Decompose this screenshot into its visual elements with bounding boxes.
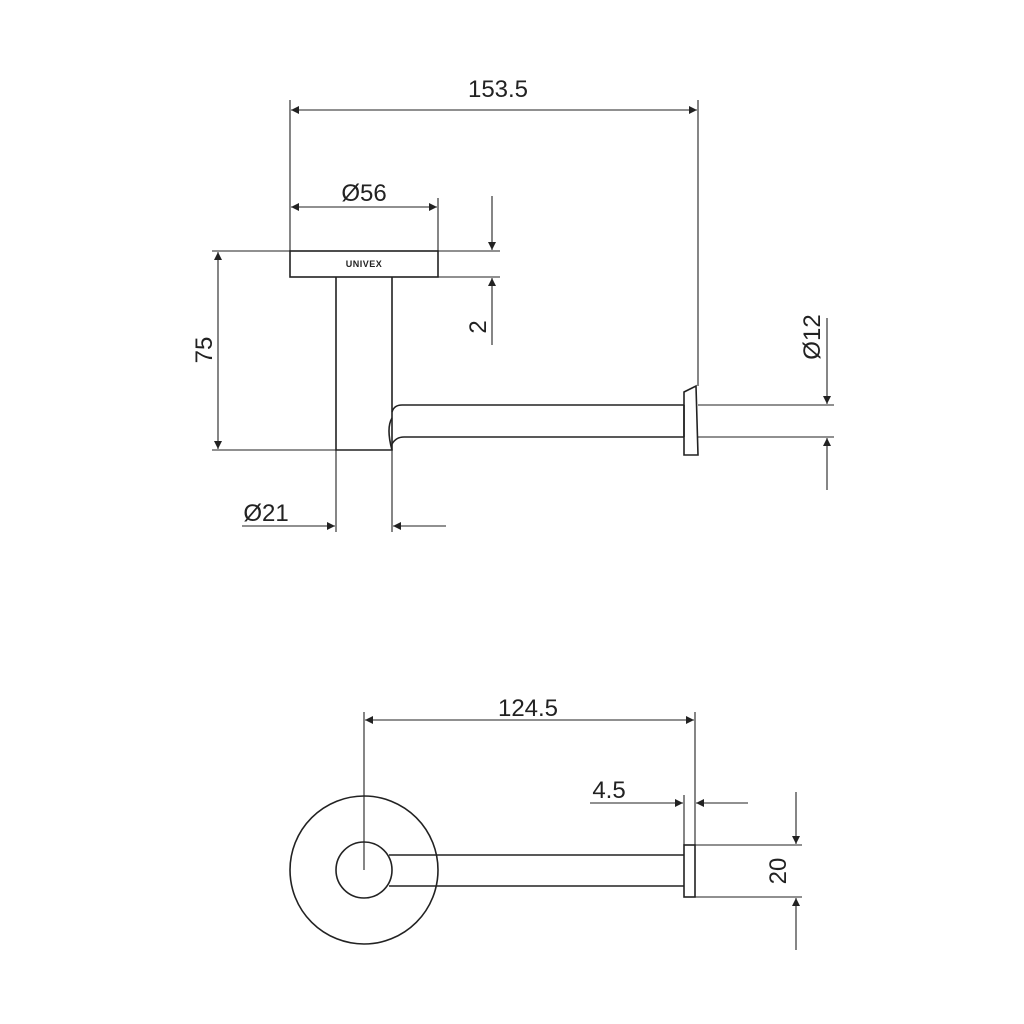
end-cap <box>683 384 699 456</box>
dimension-label-height: 75 <box>191 337 218 364</box>
dimension-label-overall-length: 153.5 <box>468 76 528 103</box>
dimension-label-flange-diameter: Ø56 <box>341 180 386 207</box>
end-cap-top <box>683 844 696 898</box>
front-view: UNIVEX 153.5 Ø56 2 75 Ø21 <box>191 76 834 532</box>
brand-label: UNIVEX <box>346 259 383 269</box>
dimension-label-post-diameter: Ø21 <box>243 500 288 527</box>
dimension-label-bar-diameter: Ø12 <box>799 314 826 359</box>
dimension-label-end-cap-height: 20 <box>765 858 792 885</box>
top-view: 124.5 4.5 20 <box>289 695 802 950</box>
dimension-label-flange-thickness: 2 <box>465 320 492 333</box>
post <box>335 277 393 451</box>
dimension-label-bar-length: 124.5 <box>498 695 558 722</box>
flange <box>289 250 439 278</box>
holder-bar <box>388 417 393 451</box>
dimension-label-end-cap-width: 4.5 <box>592 777 625 804</box>
